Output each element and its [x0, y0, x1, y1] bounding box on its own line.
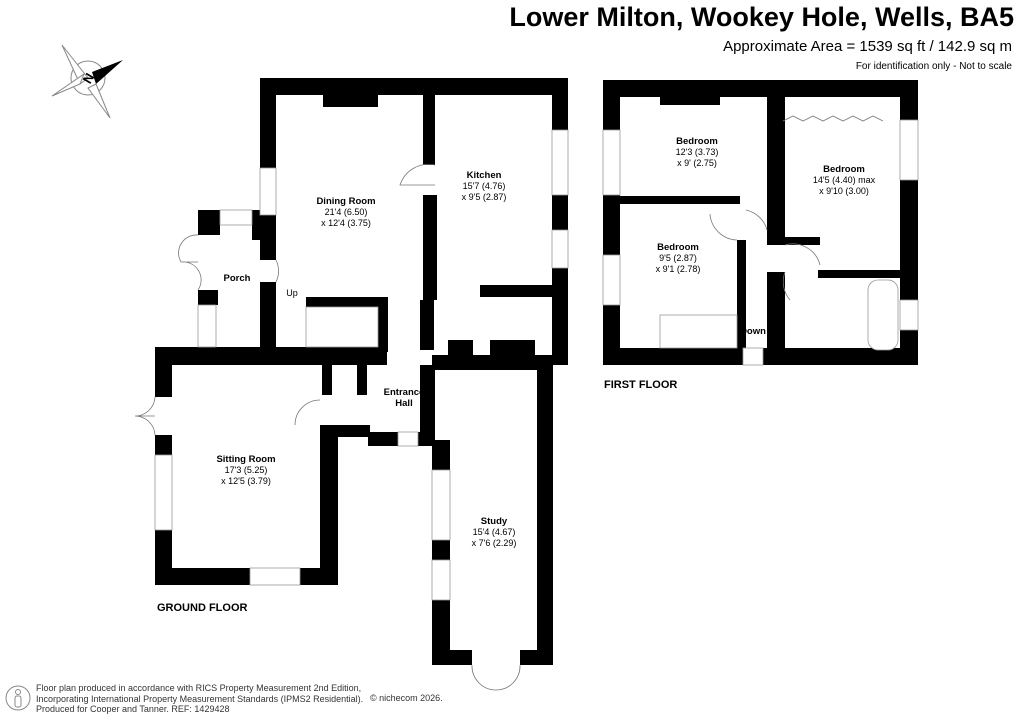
- stairs-up-label: Up: [286, 288, 298, 298]
- north-arrow-icon: N: [51, 44, 123, 119]
- bedroom-3-dim2: x 9'1 (2.78): [656, 264, 701, 274]
- bedroom-2-dim1: 14'5 (4.40) max: [813, 175, 876, 185]
- porch-name: Porch: [224, 273, 251, 284]
- ground-floor-label: GROUND FLOOR: [157, 602, 247, 614]
- disclaimer: For identification only - Not to scale: [855, 61, 1012, 72]
- bedroom-2-dim2: x 9'10 (3.00): [819, 186, 869, 196]
- property-title: Lower Milton, Wookey Hole, Wells, BA5: [509, 2, 1014, 32]
- bedroom-3-name: Bedroom: [657, 242, 699, 253]
- footer-notes: Floor plan produced in accordance with R…: [36, 683, 363, 715]
- dining-room-dim2: x 12'4 (3.75): [321, 218, 371, 228]
- first-floor-walls: [603, 80, 918, 365]
- dining-room-dim1: 21'4 (6.50): [325, 207, 368, 217]
- footer-line-2: Incorporating International Property Mea…: [36, 693, 364, 704]
- bedroom-1-dim1: 12'3 (3.73): [676, 147, 719, 157]
- room-labels: Dining Room 21'4 (6.50) x 12'4 (3.75) Ki…: [216, 136, 875, 548]
- study-name: Study: [481, 516, 508, 527]
- person-icon: [5, 685, 31, 711]
- study-dim1: 15'4 (4.67): [473, 527, 516, 537]
- hall-name-2: Hall: [395, 398, 412, 409]
- study-dim2: x 7'6 (2.29): [472, 538, 517, 548]
- approximate-area: Approximate Area = 1539 sq ft / 142.9 sq…: [723, 38, 1012, 55]
- copyright: © nichecom 2026.: [370, 693, 443, 703]
- kitchen-name: Kitchen: [467, 170, 502, 181]
- sitting-room-name: Sitting Room: [216, 454, 275, 465]
- ground-floor-walls: [155, 78, 568, 665]
- first-floor-windows: [602, 119, 919, 366]
- kitchen-dim1: 15'7 (4.76): [463, 181, 506, 191]
- bedroom-1-name: Bedroom: [676, 136, 718, 147]
- first-floor-doors: [709, 115, 884, 301]
- sitting-room-dim2: x 12'5 (3.79): [221, 476, 271, 486]
- hall-name-1: Entrance: [384, 387, 425, 398]
- ground-floor-windows: [154, 129, 569, 601]
- footer-line-1: Floor plan produced in accordance with R…: [36, 683, 362, 693]
- first-floor-label: FIRST FLOOR: [604, 379, 677, 391]
- ground-floor-doors: [134, 163, 521, 691]
- dining-room-name: Dining Room: [316, 196, 375, 207]
- bedroom-1-dim2: x 9' (2.75): [677, 158, 717, 168]
- footer-line-3: Produced for Cooper and Tanner. REF: 142…: [36, 704, 230, 714]
- bedroom-2-name: Bedroom: [823, 164, 865, 175]
- kitchen-dim2: x 9'5 (2.87): [462, 192, 507, 202]
- stairs-down-label: Down: [740, 326, 766, 337]
- bedroom-3-dim1: 9'5 (2.87): [659, 253, 697, 263]
- sitting-room-dim1: 17'3 (5.25): [225, 465, 268, 475]
